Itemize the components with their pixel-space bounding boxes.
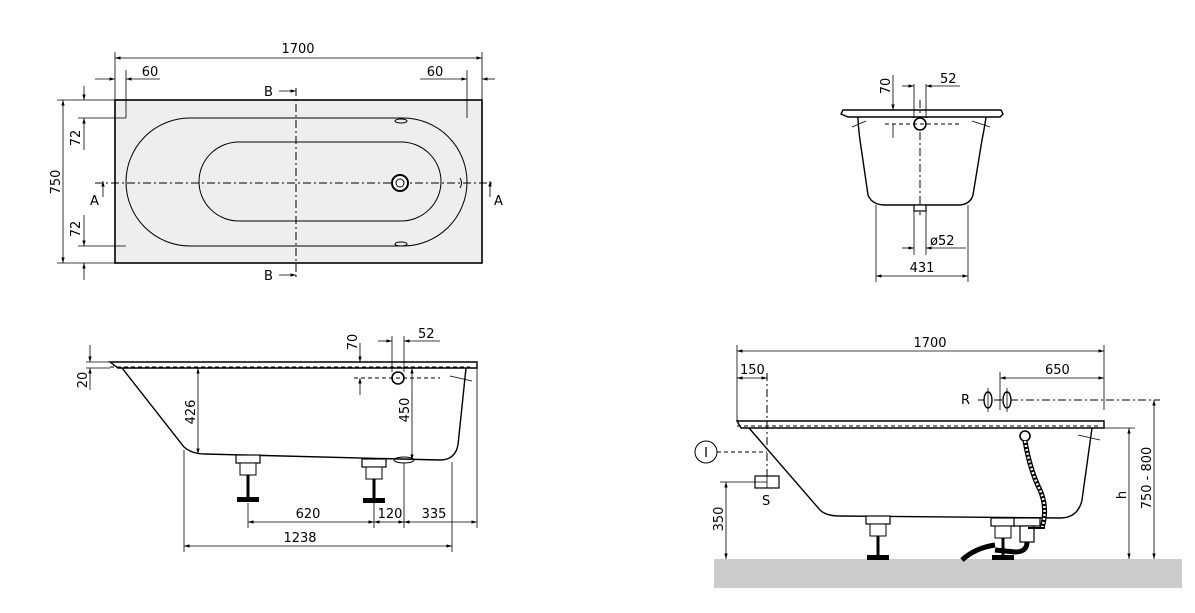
dim-overflow-diameter-label: 52 <box>418 327 435 342</box>
overflow-icon-top <box>394 118 408 124</box>
end-mark-icon <box>459 177 462 189</box>
tub-body-installed <box>748 427 1093 519</box>
dim-drain-offset-label: 120 <box>378 507 403 522</box>
dim-edge-top-label: 72 <box>69 130 84 147</box>
section-b-top-label: B <box>264 85 273 100</box>
dim-left-offset-label: 150 <box>740 363 765 378</box>
tub-outline-top <box>114 99 483 264</box>
dim-rim-label: 20 <box>76 372 91 389</box>
tub-bottom-area <box>198 141 442 222</box>
foot-right-icon <box>361 458 387 503</box>
drain-icon <box>393 456 415 464</box>
top-view: 1700 60 60 750 72 72 A A B B <box>49 42 503 284</box>
i-label: I <box>704 446 708 461</box>
dim-left-offset-label: 60 <box>142 65 159 80</box>
foot-left-icon <box>865 515 891 560</box>
drain-trap-icon <box>960 517 1045 562</box>
dim-base-width-label: 431 <box>910 261 935 276</box>
cross-section-view: 70 52 ø52 431 <box>840 72 1004 282</box>
foot-left-icon <box>235 454 261 502</box>
hatch-mark <box>971 120 991 128</box>
dim-length-label: 1700 <box>913 336 946 351</box>
dim-overflow-height-label: 70 <box>346 334 361 351</box>
section-a-right-label: A <box>494 194 503 209</box>
dim-inner-depth-label: 426 <box>184 400 199 425</box>
dim-depth-to-drain-label: 450 <box>398 398 413 423</box>
tub-body-side <box>121 367 467 461</box>
section-a-left-label: A <box>90 194 99 209</box>
dim-drain-diameter-label: ø52 <box>930 234 955 249</box>
hatch-mark <box>1077 434 1101 441</box>
dim-edge-bottom-label: 72 <box>69 221 84 238</box>
installation-view: 1700 150 650 R I S 350 h 750 - 800 <box>694 336 1182 588</box>
dim-overflow-height-label: 70 <box>879 78 894 95</box>
dim-connection-height-label: 350 <box>712 507 727 532</box>
hatch-mark <box>851 120 867 128</box>
dim-right-offset-label: 650 <box>1045 363 1070 378</box>
drain-icon <box>391 174 409 192</box>
dim-right-offset-label: 60 <box>427 65 444 80</box>
drain-outlet-icon <box>913 204 927 212</box>
floor <box>714 559 1182 588</box>
s-label: S <box>762 494 770 509</box>
dim-base-length-label: 1238 <box>283 531 316 546</box>
overflow-hose-inner <box>1023 440 1046 529</box>
tub-rim-section <box>840 109 1004 118</box>
tub-rim-installed <box>735 420 1105 429</box>
dim-total-height-label: 750 - 800 <box>1140 447 1155 510</box>
dim-foot-spacing-label: 620 <box>296 507 321 522</box>
tub-inner-basin <box>125 117 468 247</box>
dim-h-label: h <box>1115 491 1130 499</box>
drain-inner-icon <box>395 178 405 188</box>
dim-overflow-diameter-label: 52 <box>940 72 957 87</box>
overflow-icon-bottom <box>394 241 408 247</box>
dim-length-label: 1700 <box>281 42 314 57</box>
dim-width-label: 750 <box>49 170 64 195</box>
hatch-mark <box>449 375 473 382</box>
dim-end-offset-label: 335 <box>422 507 447 522</box>
overflow-icon <box>1019 430 1031 442</box>
section-b-bottom-label: B <box>264 269 273 284</box>
side-section-view: 20 426 70 52 450 620 120 335 1238 <box>76 327 478 552</box>
r-label: R <box>961 393 970 408</box>
